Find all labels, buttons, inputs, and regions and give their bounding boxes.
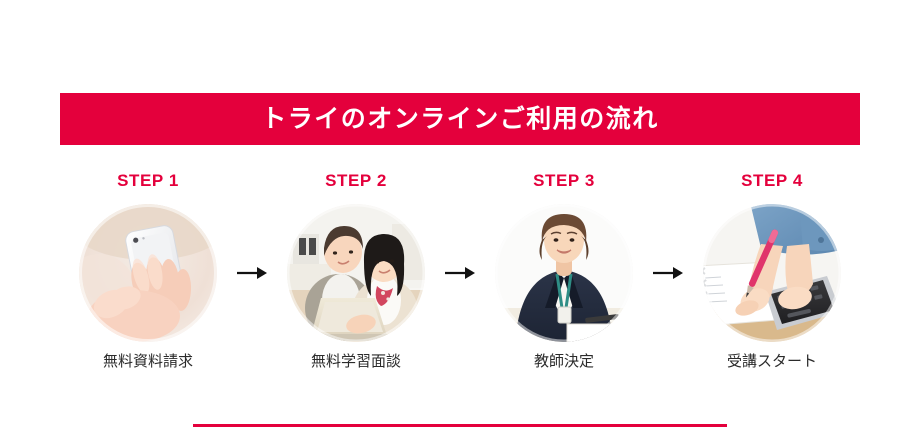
step-item-4: STEP 4	[692, 172, 852, 371]
step-label-4: STEP 4	[741, 171, 803, 190]
arrow-right-icon-1	[228, 204, 276, 342]
step-caption-4: 受講スタート	[726, 353, 817, 370]
step-caption-2: 無料学習面談	[310, 353, 401, 370]
step-item-2: STEP 2	[276, 172, 436, 371]
arrow-right-icon-3	[644, 204, 692, 342]
step-item-1: STEP 1	[68, 172, 228, 371]
step-label-3: STEP 3	[533, 171, 595, 190]
hands-holding-smartphone-photo	[79, 204, 217, 342]
bottom-divider	[193, 424, 727, 427]
mother-and-daughter-at-laptop-photo	[287, 204, 425, 342]
step-label-2: STEP 2	[325, 171, 387, 190]
page-title: トライのオンラインご利用の流れ	[261, 104, 659, 133]
step-caption-3: 教師決定	[533, 353, 594, 370]
arrow-right-icon-2	[436, 204, 484, 342]
step-item-3: STEP 3	[484, 172, 644, 371]
student-writing-beside-laptop-photo	[703, 204, 841, 342]
step-label-1: STEP 1	[117, 171, 179, 190]
flow-banner: トライのオンラインご利用の流れ	[60, 93, 860, 145]
female-teacher-in-suit-photo	[495, 204, 633, 342]
step-caption-1: 無料資料請求	[102, 353, 193, 370]
steps-row: STEP 1	[60, 172, 860, 382]
